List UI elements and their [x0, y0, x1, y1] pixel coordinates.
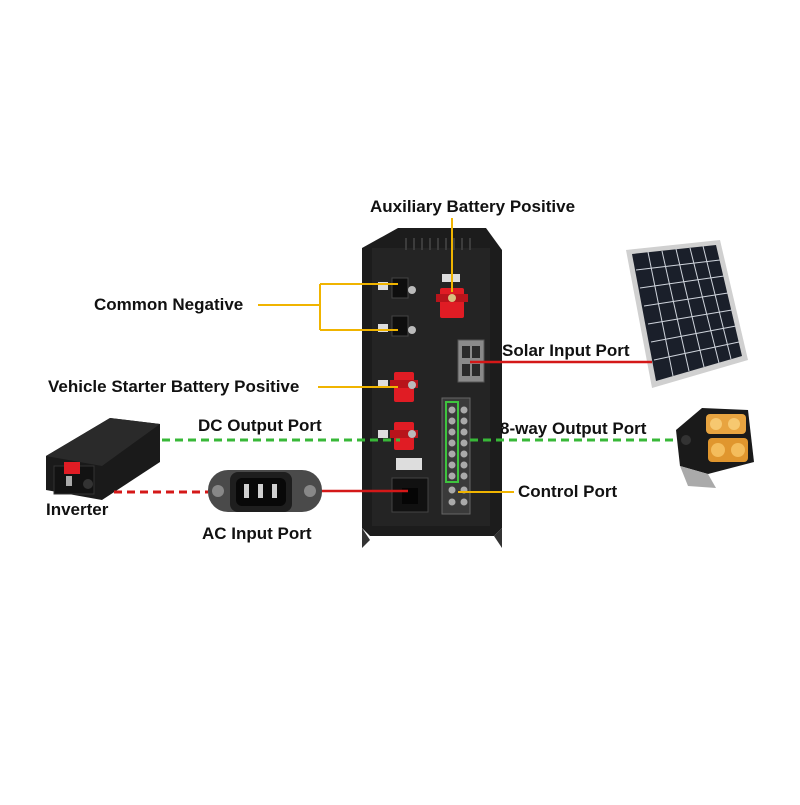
- label-eight-way-output-port: 8-way Output Port: [500, 419, 647, 438]
- vehicle-starter-battery-terminal: [378, 372, 418, 402]
- label-common-negative: Common Negative: [94, 295, 244, 314]
- label-ac-input-port: AC Input Port: [202, 524, 312, 543]
- eight-way-terminal-block: [441, 397, 471, 515]
- label-vehicle-starter-battery-positive: Vehicle Starter Battery Positive: [48, 377, 300, 396]
- label-aux-battery-positive: Auxiliary Battery Positive: [370, 197, 576, 216]
- solar-panel: [626, 240, 748, 388]
- inverter-device: [46, 418, 160, 500]
- label-solar-input-port: Solar Input Port: [502, 341, 630, 360]
- label-control-port: Control Port: [518, 482, 618, 501]
- ac-input-port-device: [208, 470, 322, 512]
- label-inverter: Inverter: [46, 500, 109, 519]
- label-dc-output-port: DC Output Port: [198, 416, 322, 435]
- leader-lines: [258, 218, 514, 493]
- vent-slots: [405, 238, 471, 250]
- dc-output-terminal: [378, 422, 418, 450]
- light-pod-device: [676, 408, 754, 488]
